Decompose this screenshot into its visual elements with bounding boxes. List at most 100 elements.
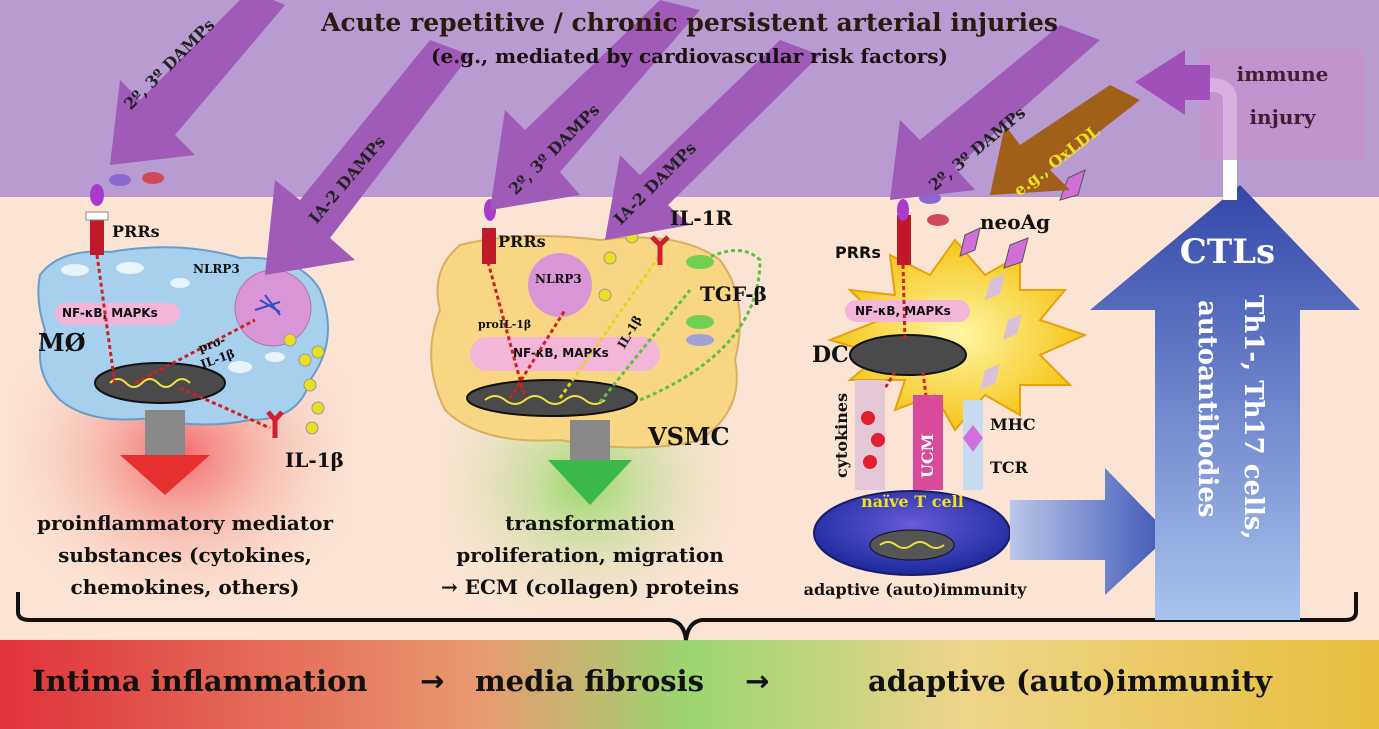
il1b-molecule <box>283 333 297 347</box>
ctls-label: CTLs <box>1179 232 1276 272</box>
nfkb-pill <box>470 337 660 371</box>
il1b-molecule <box>305 421 319 435</box>
nfkb-pill <box>55 303 180 325</box>
bottom-arrow-2: → <box>745 664 770 698</box>
damp-arrow-23-c <box>890 25 1100 200</box>
bottom-intima-label: Intima inflammation <box>32 664 368 698</box>
il1b-molecule <box>311 345 325 359</box>
vsmc-nucleus <box>466 379 638 417</box>
immune-label: immune <box>1236 62 1329 86</box>
dc-nucleus <box>849 334 967 376</box>
damp-particle <box>90 184 104 206</box>
prr-receptor <box>90 215 104 255</box>
banner-title: Acute repetitive / chronic persistent ar… <box>321 8 1058 37</box>
prr-receptor <box>482 228 496 264</box>
dc-mhc-label: MHC <box>990 415 1036 434</box>
signal-path <box>486 261 527 399</box>
vsmc-prrs-label: PRRs <box>498 232 546 251</box>
prr-receptor <box>897 215 911 265</box>
neoag-particle <box>980 364 1000 390</box>
autoantibodies-label: autoantibodies <box>1192 300 1222 518</box>
neoag-particle <box>1003 314 1022 340</box>
dc-prrs-label: PRRs <box>835 243 881 262</box>
injury-label: injury <box>1249 105 1316 129</box>
oxldl-arrow <box>990 85 1140 195</box>
ucm-column <box>913 395 943 490</box>
neoag-particle <box>1059 169 1086 201</box>
mhc-antigen <box>963 425 983 452</box>
output-arrow-head <box>120 455 210 495</box>
nlrp3-inflammasome <box>528 253 592 317</box>
output-arrow-head <box>548 460 632 505</box>
bottom-media-label: media fibrosis <box>475 664 704 698</box>
dc-ucm-label: UCM <box>918 433 937 478</box>
activation-arrow <box>1010 468 1170 595</box>
mo-cell-label: MØ <box>38 328 86 357</box>
signal-path <box>134 318 256 385</box>
vsmc-output-line1: transformation <box>505 511 675 535</box>
damp-arrow-23-b <box>490 0 700 210</box>
curly-brace <box>16 592 1358 641</box>
output-arrow-shaft <box>145 410 185 455</box>
banner-subtitle: (e.g., mediated by cardiovascular risk f… <box>431 44 948 68</box>
mo-prrs-label: PRRs <box>112 222 160 241</box>
damp-arrow-ia2-a <box>265 40 470 275</box>
vsmc-nfkb-label: NF-κB, MAPKs <box>513 346 609 360</box>
vacuole <box>265 352 285 362</box>
vsmc-tgfb-label: TGF-β <box>700 282 767 306</box>
effector-arrow <box>1090 185 1360 620</box>
mo-il1b-label: IL-1β <box>285 448 344 472</box>
tgfb-molecule <box>686 315 714 329</box>
macrophage-nucleus <box>94 362 226 404</box>
il1b-molecule <box>298 353 312 367</box>
naive-t-cell-label: naïve T cell <box>861 492 964 511</box>
dna-strand <box>484 395 606 405</box>
cytokine-dot <box>863 455 877 469</box>
damp-particle <box>142 172 164 184</box>
neoag-particle <box>985 274 1005 300</box>
tgfb-molecule <box>686 255 714 269</box>
mo-nlrp3-label: NLRP3 <box>193 262 240 276</box>
tgfb-receptor <box>686 334 714 346</box>
damp-arrow-23-a <box>110 0 285 165</box>
vsmc-cell-label: VSMC <box>648 422 730 451</box>
th-cells-label: Th1-, Th17 cells, <box>1238 295 1268 540</box>
vsmc-il1r-label: IL-1R <box>670 206 733 230</box>
immune-injury-box <box>1200 50 1365 160</box>
mo-nfkb-label: NF-κB, MAPKs <box>62 306 158 320</box>
vsmc-nlrp3-label: NLRP3 <box>535 272 582 286</box>
vsmc-proil1b-label: proIL-1β <box>478 318 532 331</box>
signal-path <box>179 386 271 430</box>
vacuole <box>61 264 89 276</box>
il1-receptor <box>266 410 284 438</box>
damp-arrow-ia2-b <box>605 40 820 240</box>
output-arrow-shaft <box>570 420 610 460</box>
mo-output-line1: proinflammatory mediator <box>36 511 334 535</box>
mo-output-line2: substances (cytokines, <box>58 543 312 567</box>
signal-path <box>901 264 907 341</box>
cytokine-dot <box>861 411 875 425</box>
dc-tcr-label: TCR <box>990 458 1028 477</box>
il1b-molecule <box>303 378 317 392</box>
neoag-particle <box>1003 237 1029 269</box>
bottom-gradient-bar <box>0 640 1379 729</box>
neoag-particle <box>959 227 981 257</box>
signal-path <box>639 249 762 402</box>
dna-strand <box>109 378 191 388</box>
dc-cytokines-label: cytokines <box>832 392 851 478</box>
bottom-arrow-1: → <box>420 664 445 698</box>
vacuole <box>170 278 190 288</box>
vsmc-output-line2: proliferation, migration <box>456 543 724 567</box>
cytokine-dot <box>871 433 885 447</box>
il1-receptor <box>650 235 670 265</box>
signal-path <box>598 289 692 403</box>
mo-output-line3: chemokines, others) <box>70 575 300 599</box>
signal-path <box>558 254 662 399</box>
inflammasome-complex <box>254 294 281 316</box>
dc-output-label: adaptive (auto)immunity <box>803 580 1027 599</box>
signal-path <box>95 254 117 386</box>
dc-nfkb-label: NF-κB, MAPKs <box>855 304 951 318</box>
bottom-adaptive-label: adaptive (auto)immunity <box>868 664 1272 698</box>
vacuole <box>116 262 144 274</box>
dc-cell-label: DC <box>812 342 849 368</box>
